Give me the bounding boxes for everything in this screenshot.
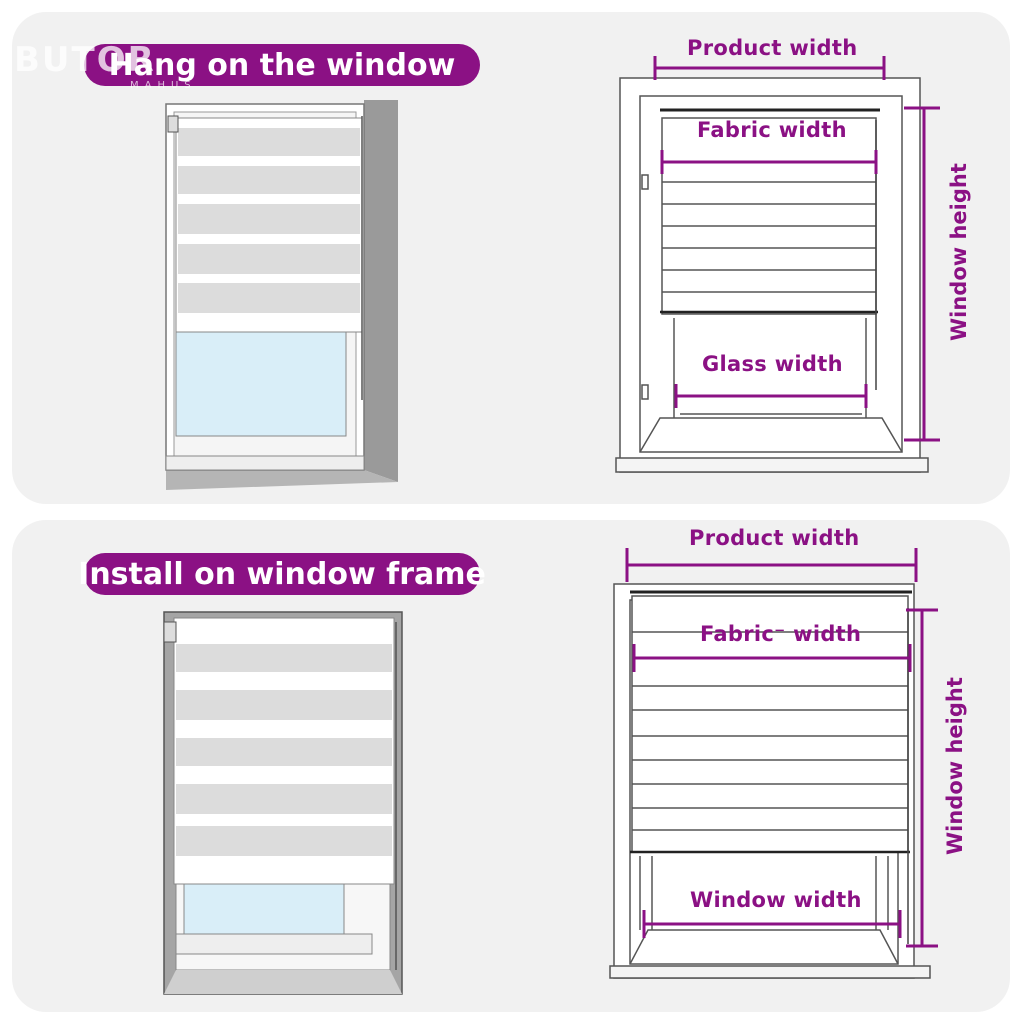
window-illustration-2 (163, 611, 403, 995)
label-window-height-2: Window height (943, 677, 967, 855)
label-fabric-width-1: Fabric width (697, 118, 847, 142)
measure-lines-1 (653, 56, 940, 442)
title-hang-on-window: Hang on the window (84, 44, 480, 86)
window-diagram-1 (615, 77, 929, 473)
measure-lines-2 (625, 548, 938, 948)
window-illustration-1 (165, 100, 398, 490)
label-product-width-2: Product width (689, 526, 860, 550)
logo-watermark-subtext: MAHUS (130, 80, 197, 91)
label-product-width-1: Product width (687, 36, 858, 60)
window-diagram-2 (609, 583, 931, 979)
label-glass-width-1: Glass width (702, 352, 843, 376)
title-install-on-frame: Install on window frame (78, 553, 486, 595)
label-fabric-width-2: Fabric⁻ width (700, 622, 862, 646)
logo-watermark: BUTOR (14, 40, 156, 80)
label-window-width-2: Window width (690, 888, 862, 912)
label-window-height-1: Window height (947, 163, 971, 341)
